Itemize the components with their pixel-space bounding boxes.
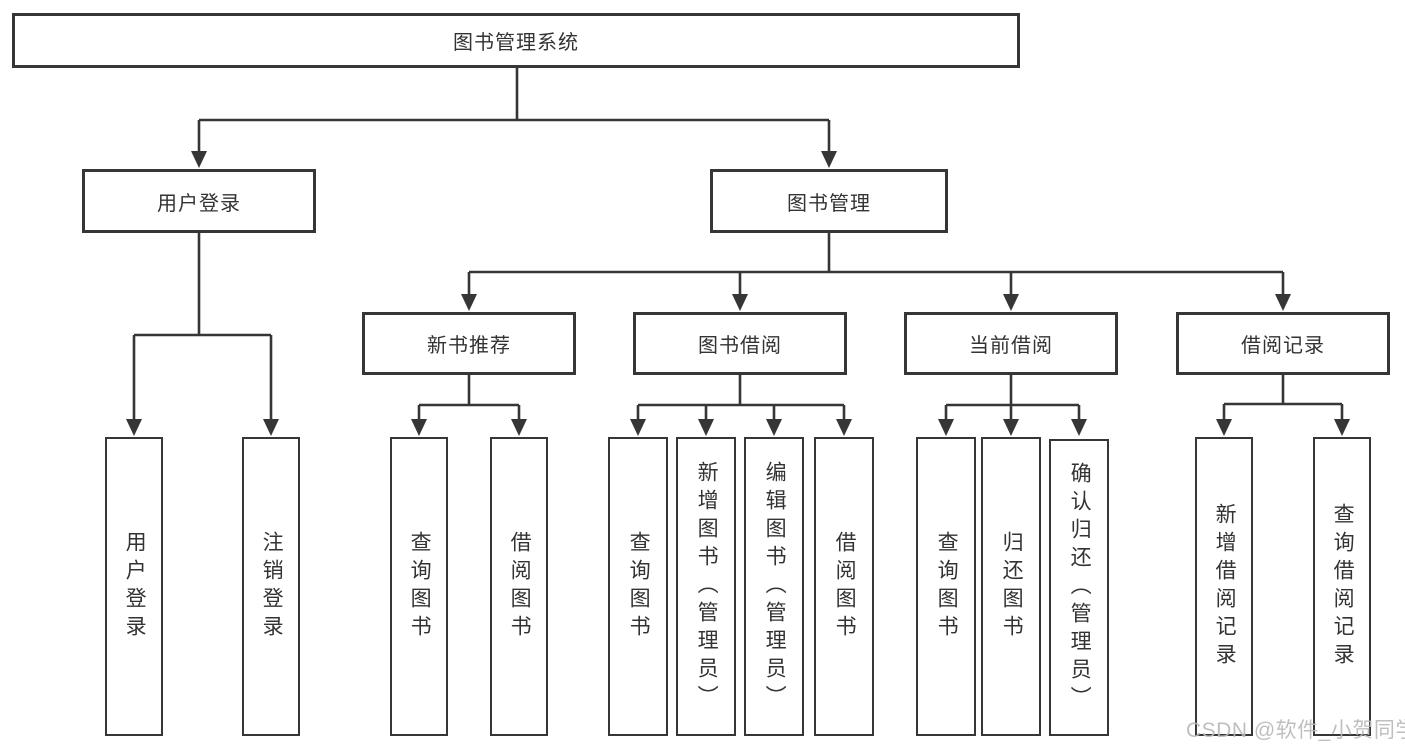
connector-book-borrow-branch — [630, 375, 852, 436]
node-confirm-return-admin: 确认归还（管理员） — [1049, 439, 1109, 736]
node-borrow-books-2: 借阅图书 — [814, 437, 874, 736]
node-label: 图书借阅 — [698, 335, 782, 357]
connector-book-management-to-level3 — [461, 233, 1291, 311]
node-label: 新增借阅记录 — [1213, 502, 1237, 671]
node-new-book-recommendation: 新书推荐 — [362, 312, 576, 375]
node-label: 用户登录 — [123, 530, 147, 643]
node-borrow-books-1: 借阅图书 — [490, 437, 548, 736]
node-label: 借阅图书 — [508, 530, 532, 643]
node-search-books-2: 查询图书 — [608, 437, 668, 736]
connector-user-login-branch — [126, 233, 279, 436]
node-label: 借阅图书 — [833, 530, 857, 643]
node-label: 借阅记录 — [1241, 335, 1325, 357]
node-label: 归还图书 — [1000, 530, 1024, 643]
node-label: 新增图书（管理员） — [695, 460, 719, 713]
node-label: 注销登录 — [260, 530, 284, 643]
node-return-books: 归还图书 — [981, 437, 1041, 736]
node-label: 确认归还（管理员） — [1068, 461, 1092, 714]
node-add-borrow-record: 新增借阅记录 — [1195, 437, 1253, 736]
node-book-borrowing: 图书借阅 — [633, 312, 847, 375]
connector-borrow-records-branch — [1216, 375, 1350, 436]
node-search-borrow-record: 查询借阅记录 — [1313, 437, 1371, 736]
node-user-login: 用户登录 — [105, 437, 163, 736]
node-edit-books-admin: 编辑图书（管理员） — [744, 437, 804, 736]
node-label: 新书推荐 — [427, 335, 511, 357]
csdn-watermark: CSDN @软件_小贺同学 — [1186, 719, 1405, 742]
node-label: 查询图书 — [627, 530, 651, 643]
node-search-books-1: 查询图书 — [390, 437, 448, 736]
node-label: 查询借阅记录 — [1331, 502, 1355, 671]
connector-root-to-level2 — [191, 68, 837, 168]
node-add-books-admin: 新增图书（管理员） — [676, 437, 736, 736]
node-book-management: 图书管理 — [710, 169, 948, 233]
node-borrowing-records: 借阅记录 — [1176, 312, 1390, 375]
node-label: 图书管理 — [787, 192, 871, 215]
node-label: 查询图书 — [408, 530, 432, 643]
node-label: 编辑图书（管理员） — [763, 460, 787, 713]
node-label: 当前借阅 — [969, 335, 1053, 357]
node-label: 用户登录 — [157, 192, 241, 215]
connector-current-borrow-branch — [938, 375, 1087, 436]
node-logout: 注销登录 — [242, 437, 300, 736]
node-label: 查询图书 — [935, 530, 959, 643]
node-user-login-group: 用户登录 — [82, 169, 316, 233]
node-search-books-3: 查询图书 — [916, 437, 976, 736]
node-label: 图书管理系统 — [453, 32, 579, 54]
connector-new-book-branch — [411, 375, 527, 436]
node-current-borrowing: 当前借阅 — [904, 312, 1118, 375]
node-library-management-system: 图书管理系统 — [12, 13, 1020, 68]
